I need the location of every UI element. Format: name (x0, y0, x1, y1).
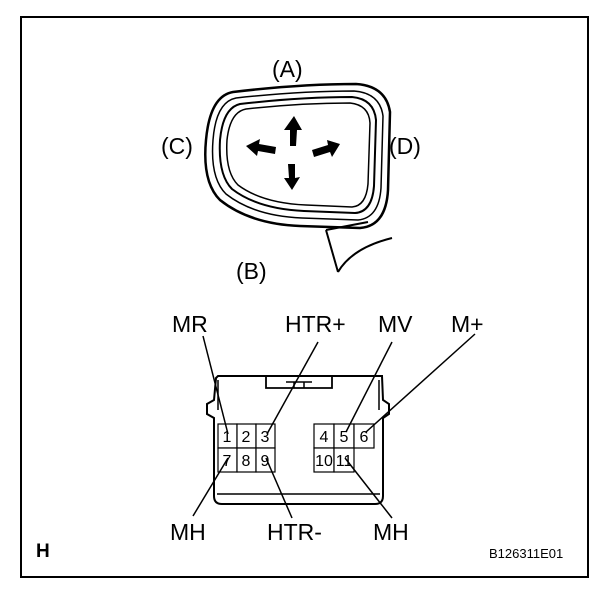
label-b: (B) (236, 258, 267, 284)
corner-letter: H (36, 541, 50, 562)
pin-number: 1 (223, 429, 232, 446)
leader-htr-plus (266, 341, 319, 435)
arrow-left-icon (246, 139, 276, 156)
terminal-label-htr-plus: HTR+ (285, 311, 346, 337)
mirror-illustration (204, 82, 393, 273)
terminal-label-m-plus: M+ (451, 311, 484, 337)
pin-number: 8 (242, 453, 251, 470)
pin-number: 3 (261, 429, 270, 446)
pin-grid-right (313, 423, 375, 473)
leader-lines (192, 333, 476, 519)
arrow-up-icon (284, 116, 302, 146)
pin-number: 11 (336, 453, 353, 470)
leader-m-plus (365, 333, 476, 433)
pin-number: 9 (261, 453, 270, 470)
mirror-glass (225, 102, 371, 208)
terminal-label-mh-left: MH (170, 519, 206, 545)
mirror-housing-inner-line (211, 90, 384, 221)
label-d: (D) (389, 133, 421, 159)
figure-frame (20, 16, 589, 578)
pin-number: 5 (340, 429, 349, 446)
connector-lock-tab (265, 376, 333, 389)
figure-code: B126311E01 (489, 546, 563, 561)
pin-number: 7 (223, 453, 232, 470)
pin-number: 4 (320, 429, 329, 446)
leader-mh-left (192, 457, 229, 517)
leader-htr-minus (265, 457, 293, 519)
label-a: (A) (272, 56, 303, 82)
leader-mv (345, 341, 393, 433)
pin-grid-left (217, 423, 276, 473)
arrow-right-icon (312, 140, 340, 157)
pin-number: 6 (360, 429, 369, 446)
pin-number: 2 (242, 429, 251, 446)
terminal-label-mr: MR (172, 311, 208, 337)
leader-mr (202, 335, 229, 435)
terminal-label-mh-right: MH (373, 519, 409, 545)
connector-housing (206, 375, 390, 505)
terminal-label-mv: MV (378, 311, 413, 337)
arrow-down-icon (284, 164, 300, 190)
label-c: (C) (161, 133, 193, 159)
pin-cell-11 (333, 447, 355, 473)
leader-mh-right (344, 457, 393, 519)
mirror-housing-outer (204, 82, 392, 230)
pin-number: 10 (315, 453, 333, 470)
terminal-label-htr-minus: HTR- (267, 519, 322, 545)
mirror-stem (325, 221, 393, 273)
mirror-glass-rim (218, 95, 378, 215)
direction-arrows (246, 116, 340, 190)
